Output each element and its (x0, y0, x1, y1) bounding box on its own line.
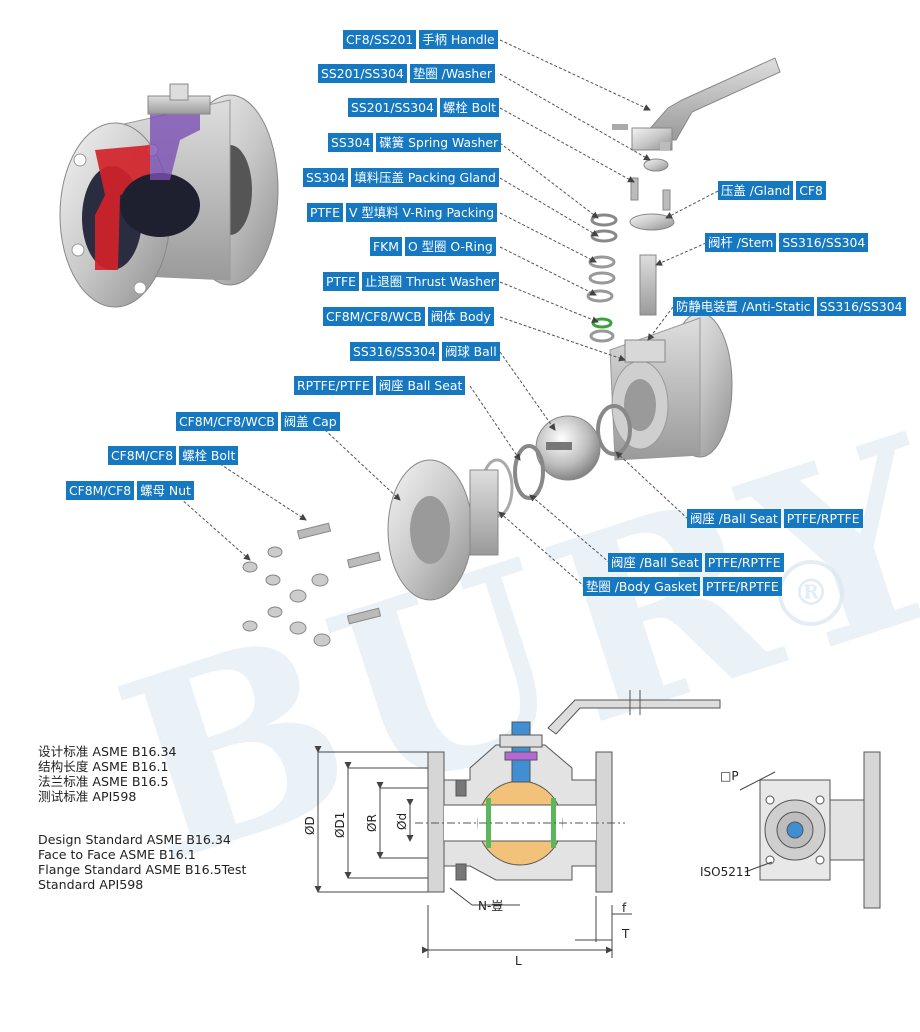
dim-R: ØR (365, 814, 379, 832)
dim-L: L (515, 954, 522, 968)
leader-lines (179, 39, 719, 588)
dim-T: T (621, 927, 630, 941)
standards-chinese: 设计标准 ASME B16.34 结构长度 ASME B16.1 法兰标准 AS… (38, 744, 177, 804)
dim-P: □P (720, 769, 739, 783)
section-drawing (415, 690, 721, 893)
dim-d: Ød (395, 813, 409, 830)
dim-f: f (622, 901, 627, 915)
standards-english: Design Standard ASME B16.34 Face to Face… (38, 832, 247, 892)
end-view-drawing (739, 751, 881, 909)
iso-label: ISO5211 (700, 865, 751, 879)
dimension-lines (314, 746, 632, 958)
dim-D: ØD (303, 816, 317, 835)
exploded-parts (242, 57, 781, 647)
dim-D1: ØD1 (333, 812, 347, 838)
cutaway-valve-image (59, 83, 279, 308)
dim-N: N-豈 (478, 899, 503, 913)
